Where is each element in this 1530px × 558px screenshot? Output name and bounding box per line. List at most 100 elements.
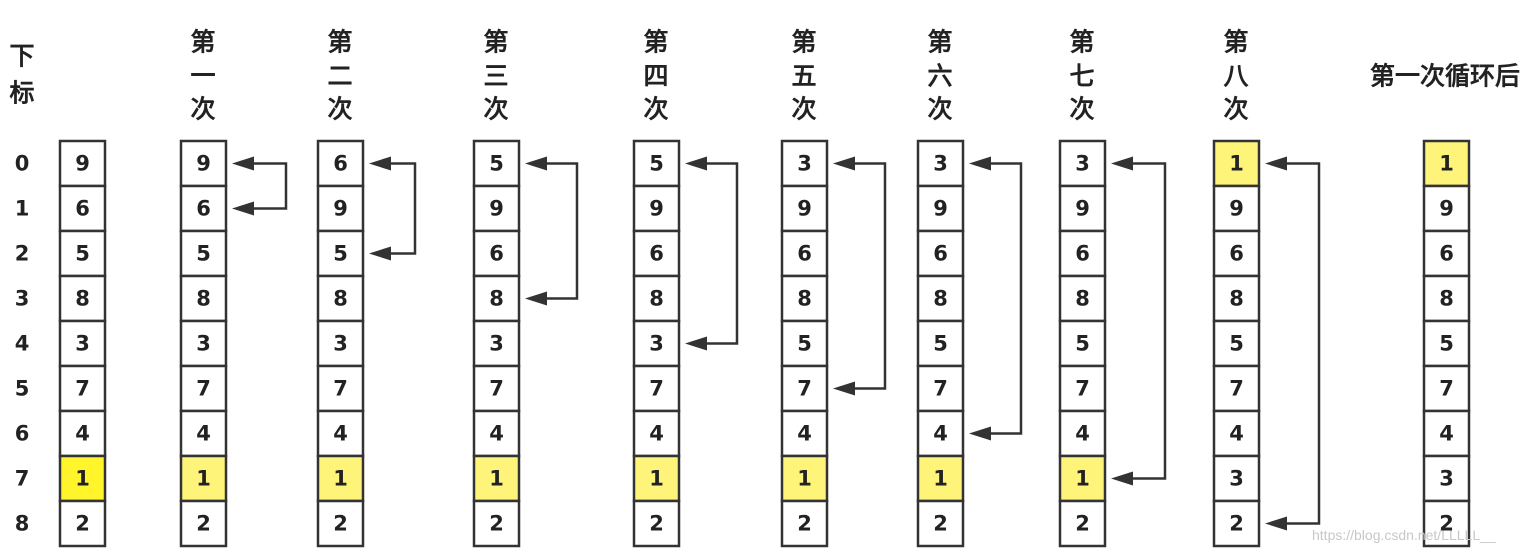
swap-arrow (969, 156, 1023, 441)
cell-value: 2 (1229, 512, 1244, 536)
array-cell (1212, 274, 1261, 323)
cell-value: 6 (489, 242, 504, 266)
step-header-char: 八 (1223, 62, 1249, 91)
cell-value: 4 (797, 422, 812, 446)
swap-arrow (1111, 156, 1167, 486)
row-index: 4 (15, 332, 30, 356)
array-cell (916, 499, 965, 548)
cell-value: 5 (333, 242, 348, 266)
step-header-char: 六 (927, 62, 952, 91)
cell-value: 1 (489, 467, 504, 491)
swap-arrow (232, 156, 288, 216)
array-cell (1058, 319, 1107, 368)
cell-value: 5 (489, 152, 504, 176)
array-cell (316, 274, 365, 323)
step-header-char: 第 (927, 28, 952, 57)
step-header-char: 第 (483, 28, 508, 57)
array-cell (1212, 364, 1261, 413)
cell-value: 6 (1075, 242, 1090, 266)
cell-value: 7 (75, 377, 90, 401)
cell-value: 3 (333, 332, 348, 356)
swap-arrow-line (699, 162, 739, 345)
step-header-char: 次 (927, 95, 952, 124)
step-header-char: 五 (791, 62, 816, 91)
step-header-char: 第 (190, 28, 215, 57)
step-header-char: 次 (190, 95, 215, 124)
cell-value: 4 (1439, 422, 1454, 446)
swap-arrow (369, 156, 417, 261)
arrow-head-icon (525, 291, 547, 306)
cell-value: 9 (649, 197, 664, 221)
cell-value: 5 (933, 332, 948, 356)
row-index: 7 (15, 467, 30, 491)
step-header: 第一次循环后 (1370, 62, 1520, 91)
cell-value: 6 (333, 152, 348, 176)
array-cell (179, 454, 228, 503)
array-cell (632, 499, 681, 548)
arrow-head-icon (1111, 156, 1133, 171)
array-cell (179, 499, 228, 548)
cell-value: 4 (489, 422, 504, 446)
arrow-head-icon (833, 156, 855, 171)
array-cell (179, 409, 228, 458)
cell-value: 5 (1075, 332, 1090, 356)
cell-value: 1 (1075, 467, 1090, 491)
cell-value: 4 (1075, 422, 1090, 446)
cell-value: 6 (75, 197, 90, 221)
arrow-head-icon (369, 156, 391, 171)
row-index: 1 (15, 197, 30, 221)
cell-value: 7 (333, 377, 348, 401)
array-cell (1422, 454, 1471, 503)
cell-value: 5 (649, 152, 664, 176)
cell-value: 6 (797, 242, 812, 266)
array-cell (1058, 139, 1107, 188)
array-cell (632, 409, 681, 458)
step-header-char: 第 (327, 28, 352, 57)
array-cell (58, 499, 107, 548)
array-cell (1058, 409, 1107, 458)
index-header-char: 下 (9, 42, 34, 71)
swap-arrow-line (1279, 162, 1321, 525)
arrow-head-icon (525, 156, 547, 171)
array-cell (316, 364, 365, 413)
array-cell (316, 499, 365, 548)
step-header-char: 第 (643, 28, 668, 57)
cell-value: 2 (333, 512, 348, 536)
watermark: https://blog.csdn.net/LLLLL__ (1312, 527, 1496, 543)
swap-arrow (685, 156, 739, 351)
cell-value: 1 (75, 467, 90, 491)
cell-value: 5 (75, 242, 90, 266)
arrow-head-icon (969, 426, 991, 441)
array-cell (1212, 499, 1261, 548)
step-header-char: 次 (483, 95, 508, 124)
cell-value: 3 (933, 152, 948, 176)
cell-value: 4 (933, 422, 948, 446)
array-cell (1212, 319, 1261, 368)
cell-value: 1 (196, 467, 211, 491)
swap-arrow-line (539, 162, 579, 300)
cell-value: 1 (797, 467, 812, 491)
step-header-char: 第 (791, 28, 816, 57)
cell-value: 1 (649, 467, 664, 491)
index-header-char: 标 (9, 79, 34, 108)
array-cell (1422, 274, 1471, 323)
swap-arrow (1265, 156, 1321, 531)
swap-arrow (833, 156, 887, 396)
array-cell (472, 229, 521, 278)
step-header-char: 次 (1223, 95, 1248, 124)
cell-value: 5 (1229, 332, 1244, 356)
cell-value: 7 (1229, 377, 1244, 401)
step-header-char: 次 (327, 95, 352, 124)
cell-value: 1 (933, 467, 948, 491)
array-cell (1422, 364, 1471, 413)
cell-value: 2 (1439, 512, 1454, 536)
swap-arrow-line (246, 162, 288, 210)
array-cell (472, 184, 521, 233)
cell-value: 8 (75, 287, 90, 311)
cell-value: 6 (1229, 242, 1244, 266)
cell-value: 8 (649, 287, 664, 311)
